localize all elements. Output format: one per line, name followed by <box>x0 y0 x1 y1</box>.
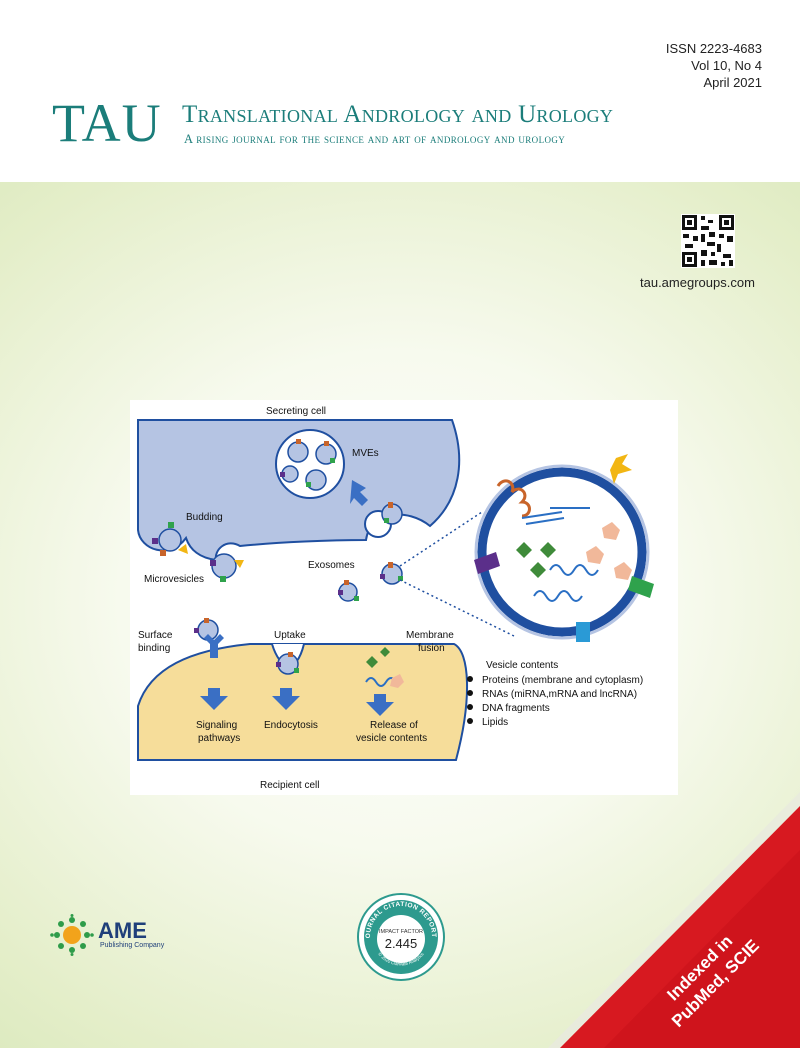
vesicle-contents-item: DNA fragments <box>482 703 550 714</box>
volume-issue: Vol 10, No 4 <box>691 58 762 73</box>
vesicle-contents-item: RNAs (miRNA,mRNA and lncRNA) <box>482 689 637 700</box>
mve-arrow <box>350 480 368 506</box>
label-surface-binding-1: Surface <box>138 630 173 641</box>
vesicle-contents-item: Proteins (membrane and cytoplasm) <box>482 675 643 686</box>
exosome-figure: Secreting cell MVEs Budding Microvesicle… <box>130 400 678 795</box>
journal-website[interactable]: tau.amegroups.com <box>640 275 755 290</box>
vesicle-contents-title: Vesicle contents <box>486 660 558 671</box>
arrow-endocytosis <box>272 688 300 710</box>
ribbon-line-2: PubMed, SCIE <box>668 936 763 1031</box>
label-signaling-1: Signaling <box>196 720 237 731</box>
label-release-2: vesicle contents <box>356 733 427 744</box>
label-exosomes: Exosomes <box>308 560 355 571</box>
vesicle-zoom <box>477 467 647 637</box>
label-recipient-cell: Recipient cell <box>260 780 319 791</box>
label-surface-binding-2: binding <box>138 643 170 654</box>
journal-title: Translational Andrology and Urology <box>182 101 614 128</box>
label-microvesicles: Microvesicles <box>144 574 204 585</box>
impact-factor-badge: JOURNAL CITATION REPORTS IMPACT FACTOR 2… <box>356 892 445 981</box>
journal-logo: TAU <box>52 93 162 153</box>
label-uptake: Uptake <box>274 630 306 641</box>
publisher-sub: Publishing Company <box>100 942 165 949</box>
qr-code-icon[interactable] <box>681 214 735 268</box>
label-budding: Budding <box>186 512 223 523</box>
ribbon-line-1: Indexed in <box>663 931 736 1004</box>
issn: ISSN 2223-4683 <box>665 41 762 56</box>
recipient-cell-shape <box>137 643 468 761</box>
publisher-name: AME <box>98 918 147 943</box>
journal-subtitle: A rising journal for the science and art… <box>184 132 566 146</box>
label-release-1: Release of <box>370 720 418 731</box>
vesicle-contents-item: Lipids <box>482 717 508 728</box>
issue-date: April 2021 <box>703 75 762 90</box>
label-endocytosis: Endocytosis <box>264 720 318 731</box>
arrow-release <box>366 694 394 716</box>
label-signaling-2: pathways <box>198 733 240 744</box>
label-membrane-fusion-2: fusion <box>418 643 445 654</box>
cover-header: ISSN 2223-4683 Vol 10, No 4 April 2021 T… <box>0 0 800 182</box>
badge-value: 2.445 <box>385 936 418 951</box>
arrow-signaling <box>200 688 228 710</box>
label-membrane-fusion-1: Membrane <box>406 630 454 641</box>
ame-logo-icon <box>50 914 94 956</box>
badge-label: IMPACT FACTOR <box>379 929 423 935</box>
label-mves: MVEs <box>352 448 379 459</box>
label-secreting-cell: Secreting cell <box>266 406 326 417</box>
